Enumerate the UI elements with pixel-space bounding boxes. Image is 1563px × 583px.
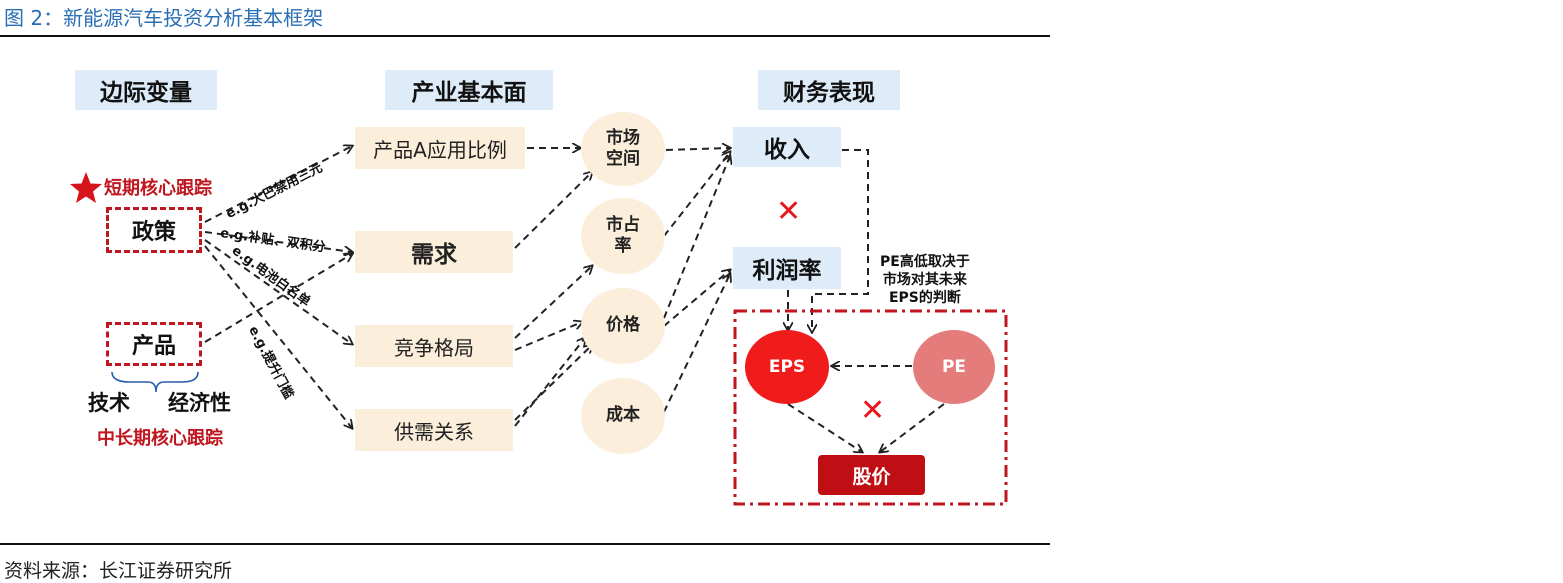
- box-product-a-ratio: 产品A应用比例: [355, 127, 525, 169]
- multiply-icon-2: ✕: [860, 393, 886, 428]
- arrow-price-to-margin: [663, 270, 730, 327]
- circle-cost: 成本: [581, 378, 665, 454]
- figure-title: 图 2：新能源汽车投资分析基本框架: [4, 6, 324, 30]
- arrow-cost-to-margin: [663, 274, 730, 413]
- short-term-label: 短期核心跟踪: [104, 178, 212, 199]
- product-box: 产品: [106, 322, 202, 366]
- pe-note-line3: EPS的判断: [888, 290, 961, 307]
- source-rule: [0, 543, 1050, 545]
- header-financial: 财务表现: [758, 70, 900, 110]
- stock-price-box: 股价: [818, 455, 925, 495]
- arrow-revenue-to-eps: [812, 149, 869, 332]
- circle-share-line1: 市占: [606, 214, 640, 235]
- eps-circle: EPS: [745, 330, 829, 404]
- arrow-share-to-revenue: [663, 152, 730, 237]
- arrow-policy-to-supply: [204, 245, 352, 428]
- multiply-icon: ✕: [776, 194, 802, 229]
- pe-note: PE高低取决于 市场对其未来 EPS的判断: [880, 253, 970, 308]
- arrow-competition-to-price: [514, 322, 582, 351]
- circle-market-space: 市场空间: [581, 112, 665, 186]
- arrow-supply-to-price: [514, 345, 592, 421]
- product-bracket: [111, 371, 199, 393]
- arrow-space-to-revenue: [665, 148, 730, 150]
- pe-note-line1: PE高低取决于: [880, 254, 970, 270]
- circle-share-line2: 率: [614, 236, 632, 256]
- circle-market-share: 市占率: [581, 198, 665, 274]
- box-demand: 需求: [355, 231, 513, 273]
- circle-price: 价格: [581, 288, 665, 364]
- pe-circle: PE: [913, 330, 995, 404]
- arrow-pe-to-price: [880, 403, 945, 452]
- arrow-demand-to-space: [514, 172, 592, 249]
- arrow-price-to-revenue: [663, 156, 730, 319]
- pe-note-line2: 市场对其未来: [882, 272, 967, 289]
- box-competition: 竞争格局: [355, 325, 513, 367]
- source-note: 资料来源：长江证券研究所: [4, 560, 233, 582]
- valuation-region: [733, 309, 1008, 506]
- tech-label: 技术: [88, 391, 130, 415]
- long-term-label: 中长期核心跟踪: [97, 428, 223, 449]
- box-margin: 利润率: [733, 247, 841, 289]
- box-supply-demand: 供需关系: [355, 409, 513, 451]
- arrow-product-to-demand: [204, 254, 352, 343]
- arrow-competition-to-share: [514, 266, 592, 339]
- policy-box: 政策: [106, 207, 202, 253]
- economy-label: 经济性: [168, 391, 231, 415]
- box-revenue: 收入: [733, 127, 841, 167]
- arrow-policy-to-productA: [204, 146, 352, 223]
- header-marginal: 边际变量: [75, 70, 217, 110]
- arrow-policy-to-demand: [204, 231, 352, 252]
- title-rule: [0, 35, 1050, 37]
- star-icon: [70, 172, 102, 203]
- circle-market-space-line1: 市场: [606, 127, 640, 148]
- arrow-eps-to-price: [787, 403, 862, 452]
- circle-market-space-line2: 空间: [606, 149, 640, 169]
- arrow-policy-to-competition: [204, 239, 352, 344]
- header-industry: 产业基本面: [385, 70, 553, 110]
- arrow-supply-to-price-2: [514, 338, 585, 427]
